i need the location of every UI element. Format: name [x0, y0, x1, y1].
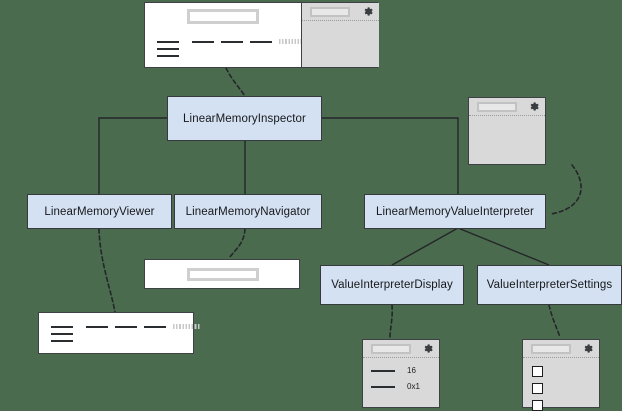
node-label: ValueInterpreterSettings	[486, 279, 613, 291]
memory-ascii-dots	[173, 324, 201, 329]
memory-ascii-dots	[279, 39, 307, 44]
value-cell: 0x1	[407, 382, 420, 391]
mockup-viewer	[38, 312, 201, 354]
gear-icon[interactable]	[362, 6, 373, 17]
mockup-inspector-viewer-pane	[145, 3, 307, 67]
memory-row-line	[51, 326, 73, 328]
value-type-line	[371, 386, 395, 388]
node-label: LinearMemoryViewer	[44, 205, 155, 218]
memory-byte-line	[192, 41, 214, 43]
settings-checkbox[interactable]	[532, 400, 543, 411]
settings-checkbox[interactable]	[532, 383, 543, 394]
memory-byte-line	[86, 326, 108, 328]
memory-row-line	[51, 340, 73, 342]
mockup-navigator-address-input[interactable]	[187, 268, 259, 281]
node-label: ValueInterpreterDisplay	[331, 279, 453, 291]
edge-settings-mockup	[548, 304, 561, 338]
memory-byte-line	[144, 326, 166, 328]
node-value-interpreter-settings[interactable]: ValueInterpreterSettings	[477, 265, 622, 305]
settings-checkbox[interactable]	[532, 366, 543, 377]
mockup-search-field[interactable]	[477, 102, 517, 112]
edge-interpreter-display	[391, 227, 459, 266]
memory-byte-line	[250, 41, 272, 43]
memory-byte-line	[115, 326, 137, 328]
node-label: LinearMemoryInspector	[183, 112, 306, 125]
mockup-panel-body	[469, 116, 545, 164]
gear-icon[interactable]	[528, 101, 539, 112]
edge-inspector-viewer	[98, 117, 167, 194]
value-type-line	[371, 370, 395, 372]
edge-inspector-interpreter	[322, 117, 459, 194]
mockup-titlebar	[469, 98, 545, 116]
mockup-titlebar	[302, 3, 379, 21]
node-label: LinearMemoryNavigator	[185, 205, 311, 218]
node-linear-memory-inspector[interactable]: LinearMemoryInspector	[167, 96, 322, 141]
memory-row-line	[51, 333, 73, 335]
mockup-display: 16 0x1	[362, 339, 440, 408]
mockup-titlebar	[523, 340, 599, 358]
mockup-panel-body	[302, 21, 379, 67]
mockup-search-field[interactable]	[371, 344, 411, 354]
memory-row-line	[157, 41, 179, 43]
memory-byte-line	[221, 41, 243, 43]
edge-display-mockup	[389, 304, 394, 338]
mockup-inspector-interpreter-pane	[301, 3, 379, 67]
mockup-inspector-address-input[interactable]	[187, 9, 259, 24]
edge-mockup-interpreter	[550, 164, 582, 215]
edge-viewer-mockup	[98, 228, 116, 313]
edge-mockup-inspector	[225, 67, 246, 97]
gear-icon[interactable]	[422, 343, 433, 354]
value-cell: 16	[407, 366, 416, 375]
node-linear-memory-viewer[interactable]: LinearMemoryViewer	[27, 194, 172, 229]
mockup-inspector	[144, 2, 379, 68]
edge-interpreter-settings	[457, 227, 550, 266]
mockup-panel-body: 16 0x1	[363, 358, 439, 407]
mockup-navigator	[144, 259, 300, 289]
node-value-interpreter-display[interactable]: ValueInterpreterDisplay	[320, 265, 464, 305]
mockup-interpreter	[468, 97, 546, 165]
mockup-search-field[interactable]	[310, 7, 350, 17]
memory-row-line	[157, 48, 179, 50]
gear-icon[interactable]	[582, 343, 593, 354]
mockup-panel-body	[523, 358, 599, 411]
node-label: LinearMemoryValueInterpreter	[376, 205, 534, 218]
edge-navigator-mockup	[228, 228, 246, 259]
memory-row-line	[157, 55, 179, 57]
node-linear-memory-value-interpreter[interactable]: LinearMemoryValueInterpreter	[364, 194, 546, 229]
node-linear-memory-navigator[interactable]: LinearMemoryNavigator	[174, 194, 322, 229]
mockup-settings	[522, 339, 600, 411]
mockup-search-field[interactable]	[531, 344, 571, 354]
mockup-titlebar	[363, 340, 439, 358]
